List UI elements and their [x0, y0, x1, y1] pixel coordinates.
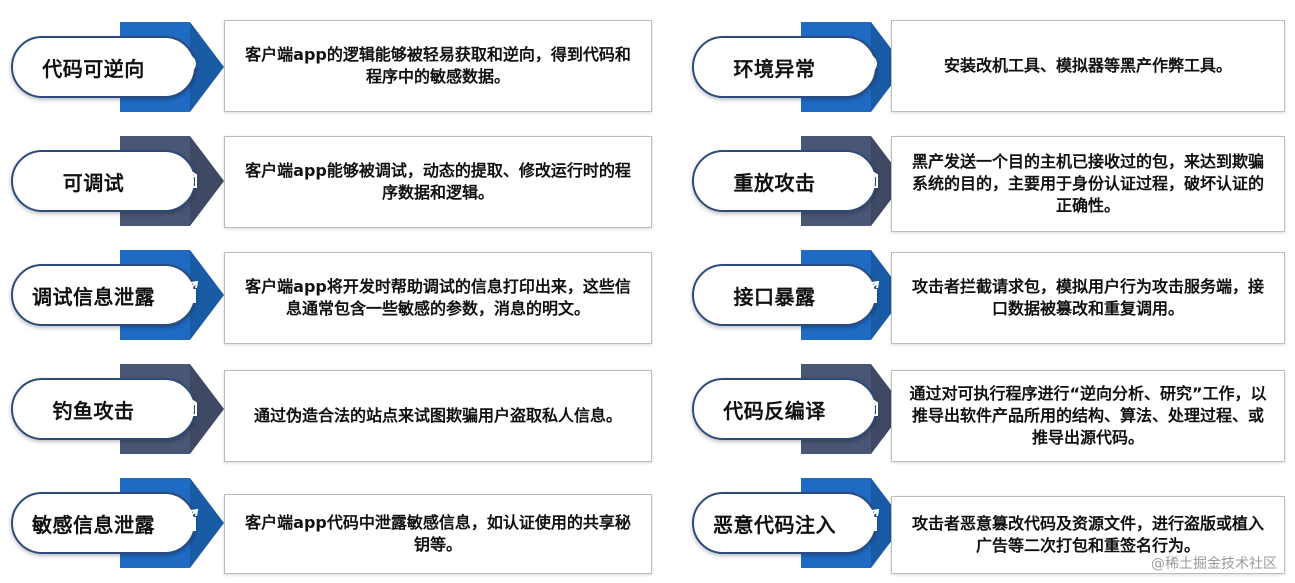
chart-icon	[853, 280, 881, 309]
threat-description: 攻击者拦截请求包，模拟用户行为攻击服务端，接口数据被篡改和重复调用。	[891, 252, 1285, 344]
threat-title: 代码反编译	[692, 378, 877, 440]
chart-icon	[172, 508, 200, 537]
threat-description: 攻击者恶意篡改代码及资源文件，进行盗版或植入广告等二次打包和重签名行为。	[891, 496, 1285, 574]
threat-description: 客户端app的逻辑能够被轻易获取和逆向，得到代码和程序中的敏感数据。	[224, 20, 652, 112]
watermark: @稀土掘金技术社区	[1151, 556, 1277, 572]
threat-item: 钓鱼攻击	[0, 364, 230, 454]
threat-item: 代码反编译	[681, 364, 911, 454]
mail-icon	[172, 394, 198, 421]
threat-title: 接口暴露	[692, 264, 877, 326]
chart-icon	[853, 508, 881, 537]
threat-item: 恶意代码注入	[681, 478, 911, 568]
mail-icon	[172, 166, 198, 193]
threat-item: 调试信息泄露	[0, 250, 230, 340]
threat-title-text: 重放攻击	[733, 170, 816, 195]
threat-description: 客户端app能够被调试，动态的提取、修改运行时的程序数据和逻辑。	[224, 136, 652, 228]
threat-title: 敏感信息泄露	[11, 492, 196, 554]
threat-description-text: 通过对可执行程序进行“逆向分析、研究”工作，以推导出软件产品所用的结构、算法、处…	[909, 384, 1267, 447]
threat-title: 代码可逆向	[11, 36, 196, 98]
threat-item: 代码可逆向	[0, 22, 230, 112]
lightbulb-icon	[172, 53, 198, 87]
threat-item: 环境异常	[681, 22, 911, 112]
lightbulb-icon	[853, 53, 879, 87]
threat-title: 可调试	[11, 150, 196, 212]
threat-description-text: 客户端app将开发时帮助调试的信息打印出来，这些信息通常包含一些敏感的参数，消息…	[245, 277, 631, 318]
threat-description-text: 客户端app的逻辑能够被轻易获取和逆向，得到代码和程序中的敏感数据。	[245, 45, 631, 86]
mail-icon	[853, 394, 879, 421]
threat-description-text: 客户端app能够被调试，动态的提取、修改运行时的程序数据和逻辑。	[245, 161, 631, 202]
threat-title-text: 敏感信息泄露	[32, 512, 155, 537]
threat-description-text: 黑产发送一个目的主机已接收过的包，来达到欺骗系统的目的，主要用于身份认证过程，破…	[911, 152, 1264, 215]
threat-description: 客户端app代码中泄露敏感信息，如认证使用的共享秘钥等。	[224, 494, 652, 574]
threat-title-text: 调试信息泄露	[32, 284, 155, 309]
threat-description: 安装改机工具、模拟器等黑产作弊工具。	[891, 20, 1285, 112]
threat-item: 敏感信息泄露	[0, 478, 230, 568]
threat-title: 钓鱼攻击	[11, 378, 196, 440]
mail-icon	[853, 166, 879, 193]
threat-description-text: 攻击者恶意篡改代码及资源文件，进行盗版或植入广告等二次打包和重签名行为。	[911, 514, 1264, 555]
threat-title: 恶意代码注入	[692, 492, 877, 554]
threat-item: 重放攻击	[681, 136, 911, 226]
threat-description-text: 攻击者拦截请求包，模拟用户行为攻击服务端，接口数据被篡改和重复调用。	[911, 277, 1264, 318]
threat-title-text: 环境异常	[733, 56, 816, 81]
threat-title-text: 代码可逆向	[42, 56, 145, 81]
threat-description: 通过伪造合法的站点来试图欺骗用户盗取私人信息。	[224, 370, 652, 462]
threat-item: 接口暴露	[681, 250, 911, 340]
threat-description-text: 客户端app代码中泄露敏感信息，如认证使用的共享秘钥等。	[245, 513, 631, 554]
threat-description: 黑产发送一个目的主机已接收过的包，来达到欺骗系统的目的，主要用于身份认证过程，破…	[891, 136, 1285, 232]
threat-title: 调试信息泄露	[11, 264, 196, 326]
threat-item: 可调试	[0, 136, 230, 226]
threat-description-text: 安装改机工具、模拟器等黑产作弊工具。	[943, 56, 1232, 75]
threat-title: 重放攻击	[692, 150, 877, 212]
threat-description: 客户端app将开发时帮助调试的信息打印出来，这些信息通常包含一些敏感的参数，消息…	[224, 252, 652, 344]
threat-title-text: 可调试	[62, 170, 125, 195]
chart-icon	[172, 280, 200, 309]
threat-title-text: 钓鱼攻击	[52, 398, 135, 423]
threat-title-text: 代码反编译	[723, 398, 826, 423]
threat-description-text: 通过伪造合法的站点来试图欺骗用户盗取私人信息。	[253, 406, 622, 425]
threat-title-text: 接口暴露	[733, 284, 816, 309]
threat-title-text: 恶意代码注入	[713, 512, 836, 537]
threat-description: 通过对可执行程序进行“逆向分析、研究”工作，以推导出软件产品所用的结构、算法、处…	[891, 370, 1285, 462]
threat-title: 环境异常	[692, 36, 877, 98]
